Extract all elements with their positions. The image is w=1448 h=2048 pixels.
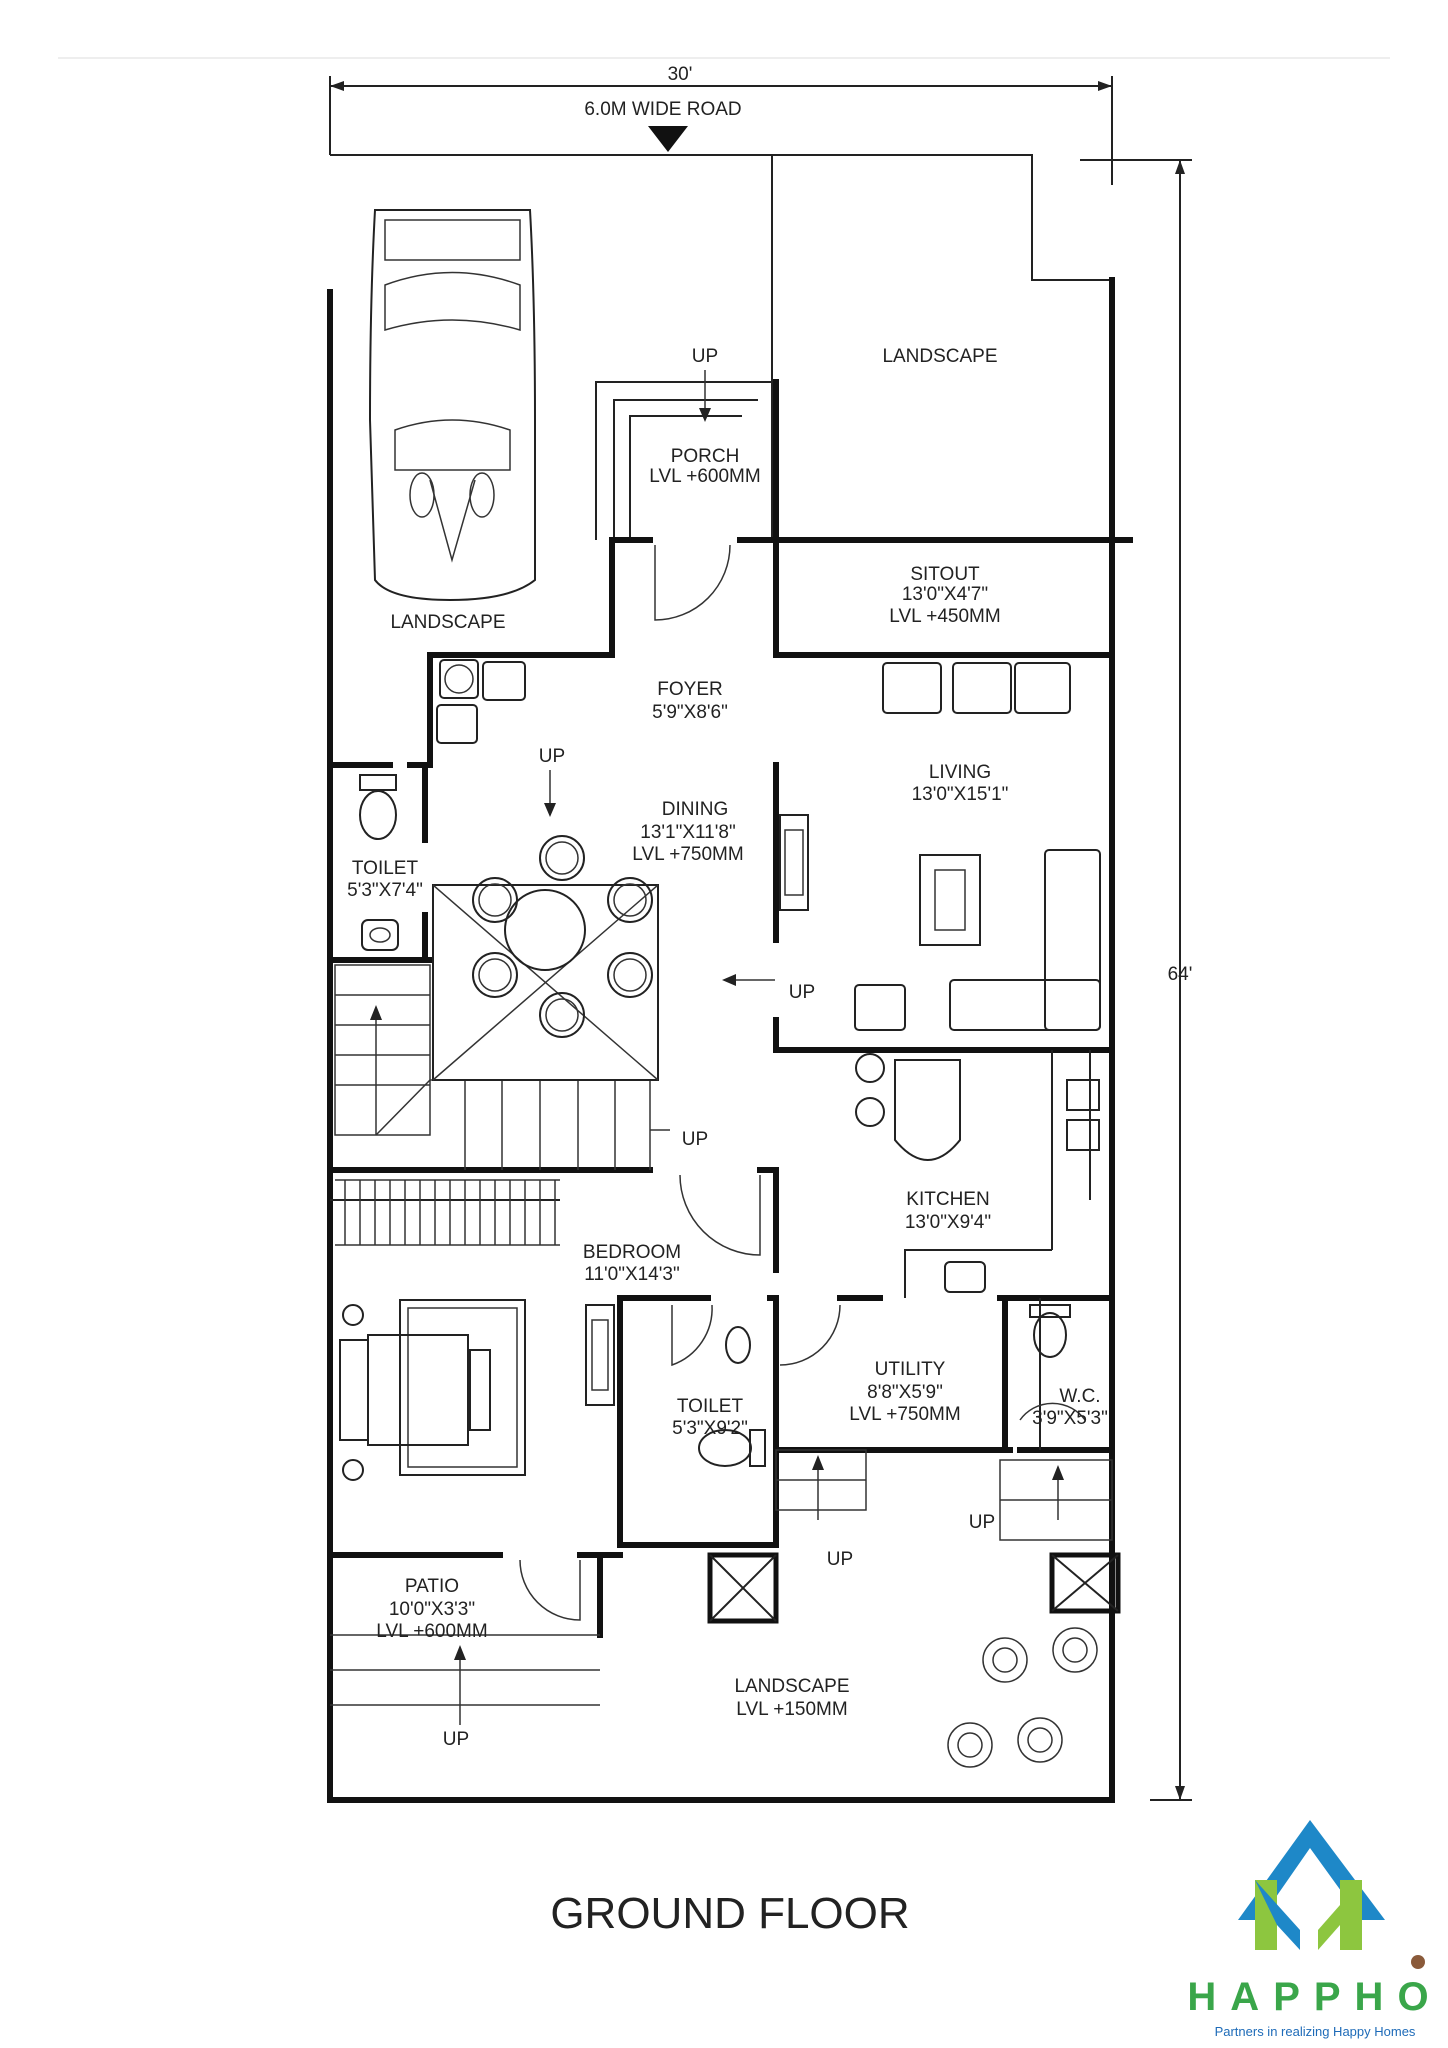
- toilet2-label: TOILET: [677, 1396, 744, 1417]
- plant-icon: [947, 1627, 1098, 1768]
- living-furniture: [779, 662, 1101, 1031]
- happho-logo-icon: [1238, 1820, 1425, 1969]
- dining-up-label: UP: [539, 746, 565, 767]
- patio-size: 10'0"X3'3": [389, 1599, 475, 1620]
- landscape-front-label: LANDSCAPE: [882, 346, 997, 367]
- utility-up-label: UP: [827, 1549, 853, 1570]
- dining-level: LVL +750MM: [632, 844, 743, 865]
- utility-label: UTILITY: [875, 1359, 946, 1380]
- living-size: 13'0"X15'1": [912, 784, 1009, 805]
- depth-label: 64': [1168, 964, 1193, 985]
- bedroom-size: 11'0"X14'3": [584, 1264, 679, 1285]
- utility-level: LVL +750MM: [849, 1404, 960, 1425]
- patio-label: PATIO: [405, 1576, 459, 1597]
- brand-name: HAPPHO: [1187, 1975, 1442, 2019]
- sitout-size: 13'0"X4'7": [902, 584, 988, 605]
- stair-up-label: UP: [682, 1129, 708, 1150]
- kitchen-furniture: [855, 1053, 1100, 1293]
- car-icon: [368, 209, 536, 602]
- foyer-size: 5'9"X8'6": [652, 702, 728, 723]
- toilet1-size: 5'3"X7'4": [347, 880, 423, 901]
- width-dimension: 30': [329, 64, 1113, 185]
- bed-icon: [339, 1299, 615, 1481]
- landscape-parking-label: LANDSCAPE: [390, 612, 505, 633]
- toilet2-size: 5'3"X9'2": [672, 1418, 748, 1439]
- floor-title: GROUND FLOOR: [550, 1889, 909, 1938]
- landscape-rear-label: LANDSCAPE: [734, 1676, 849, 1697]
- wc-up-label: UP: [969, 1512, 995, 1533]
- dining-size: 13'1"X11'8": [640, 822, 735, 843]
- road-arrow-icon: [648, 126, 688, 152]
- walls: [327, 277, 1133, 1803]
- utility-size: 8'8"X5'9": [867, 1382, 943, 1403]
- bedroom-label: BEDROOM: [583, 1242, 681, 1263]
- foyer-label: FOYER: [657, 679, 722, 700]
- patio-up-label: UP: [443, 1729, 469, 1750]
- road-label: 6.0M WIDE ROAD: [584, 99, 741, 120]
- wc-label: W.C.: [1059, 1386, 1100, 1407]
- sitout-level: LVL +450MM: [889, 606, 1000, 627]
- toilet1-label: TOILET: [352, 858, 419, 879]
- staircase: [334, 964, 670, 1246]
- porch-up-label: UP: [692, 346, 718, 367]
- kitchen-size: 13'0"X9'4": [905, 1212, 991, 1233]
- room-labels: LANDSCAPE LANDSCAPE PORCH LVL +600MM UP …: [347, 346, 1108, 1750]
- width-label: 30': [668, 64, 693, 85]
- patio-level: LVL +600MM: [376, 1621, 487, 1642]
- living-up-label: UP: [789, 982, 815, 1003]
- depth-dimension: 64': [1080, 159, 1193, 1801]
- brand-tagline: Partners in realizing Happy Homes: [1215, 2024, 1416, 2039]
- dining-label: DINING: [662, 799, 729, 820]
- wc-size: 3'9"X5'3": [1032, 1408, 1108, 1429]
- kitchen-label: KITCHEN: [906, 1189, 989, 1210]
- porch-level: LVL +600MM: [649, 466, 760, 487]
- landscape-rear-level: LVL +150MM: [736, 1699, 847, 1720]
- sitout-label: SITOUT: [910, 564, 980, 585]
- porch-label: PORCH: [671, 446, 740, 467]
- living-label: LIVING: [929, 762, 991, 783]
- dining-table: [432, 835, 659, 1081]
